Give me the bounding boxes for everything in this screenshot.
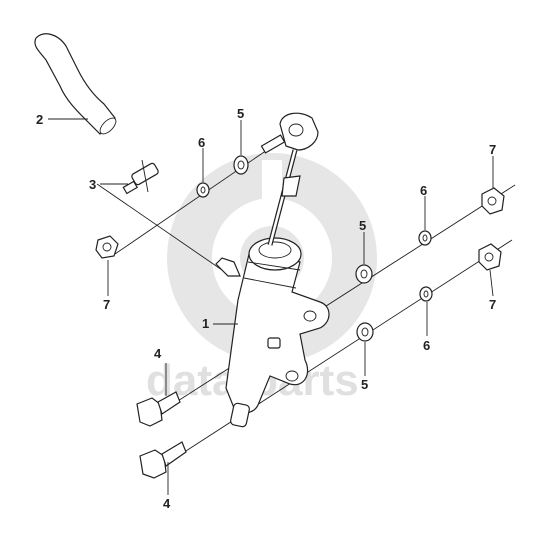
- callout-4-lower: 4: [163, 496, 171, 511]
- nut-part-7-left: [95, 235, 119, 259]
- clutch-master-cylinder-part-1: [215, 237, 330, 428]
- nut-part-7-upper-right: [481, 187, 505, 215]
- callout-7-left: 7: [103, 297, 110, 312]
- bolt-part-4-upper: [136, 391, 181, 427]
- callout-1: 1: [202, 316, 209, 331]
- washer-part-5-upper: [233, 155, 249, 175]
- callout-5-lower: 5: [361, 377, 368, 392]
- callout-2: 2: [36, 112, 43, 127]
- push-rod: [260, 112, 319, 246]
- hose-part-2: [34, 33, 117, 135]
- callout-6-upper: 6: [198, 135, 205, 150]
- callout-6-mid: 6: [420, 183, 427, 198]
- nut-part-7-lower-right: [478, 243, 502, 271]
- callout-labels: 1 2 3 4 4 5 5 5 6 6 6 7 7 7: [36, 106, 496, 511]
- callout-5-upper: 5: [237, 106, 244, 121]
- washer-part-5-mid: [355, 264, 373, 284]
- clamp-part-3: [122, 159, 159, 195]
- lock-washer-part-6-lower: [419, 286, 433, 302]
- callout-4-upper: 4: [154, 346, 162, 361]
- bolt-part-4-lower: [139, 441, 187, 479]
- callout-6-lower: 6: [423, 338, 430, 353]
- callout-5-mid: 5: [359, 218, 366, 233]
- lock-washer-part-6-mid: [418, 230, 432, 246]
- callout-7-upper-right: 7: [489, 142, 496, 157]
- lock-washer-part-6-upper: [196, 182, 210, 198]
- washer-part-5-lower: [356, 322, 374, 342]
- callout-7-lower-right: 7: [489, 297, 496, 312]
- callout-leaders: [48, 118, 494, 495]
- assembly-lines: [96, 147, 516, 461]
- callout-3: 3: [89, 177, 96, 192]
